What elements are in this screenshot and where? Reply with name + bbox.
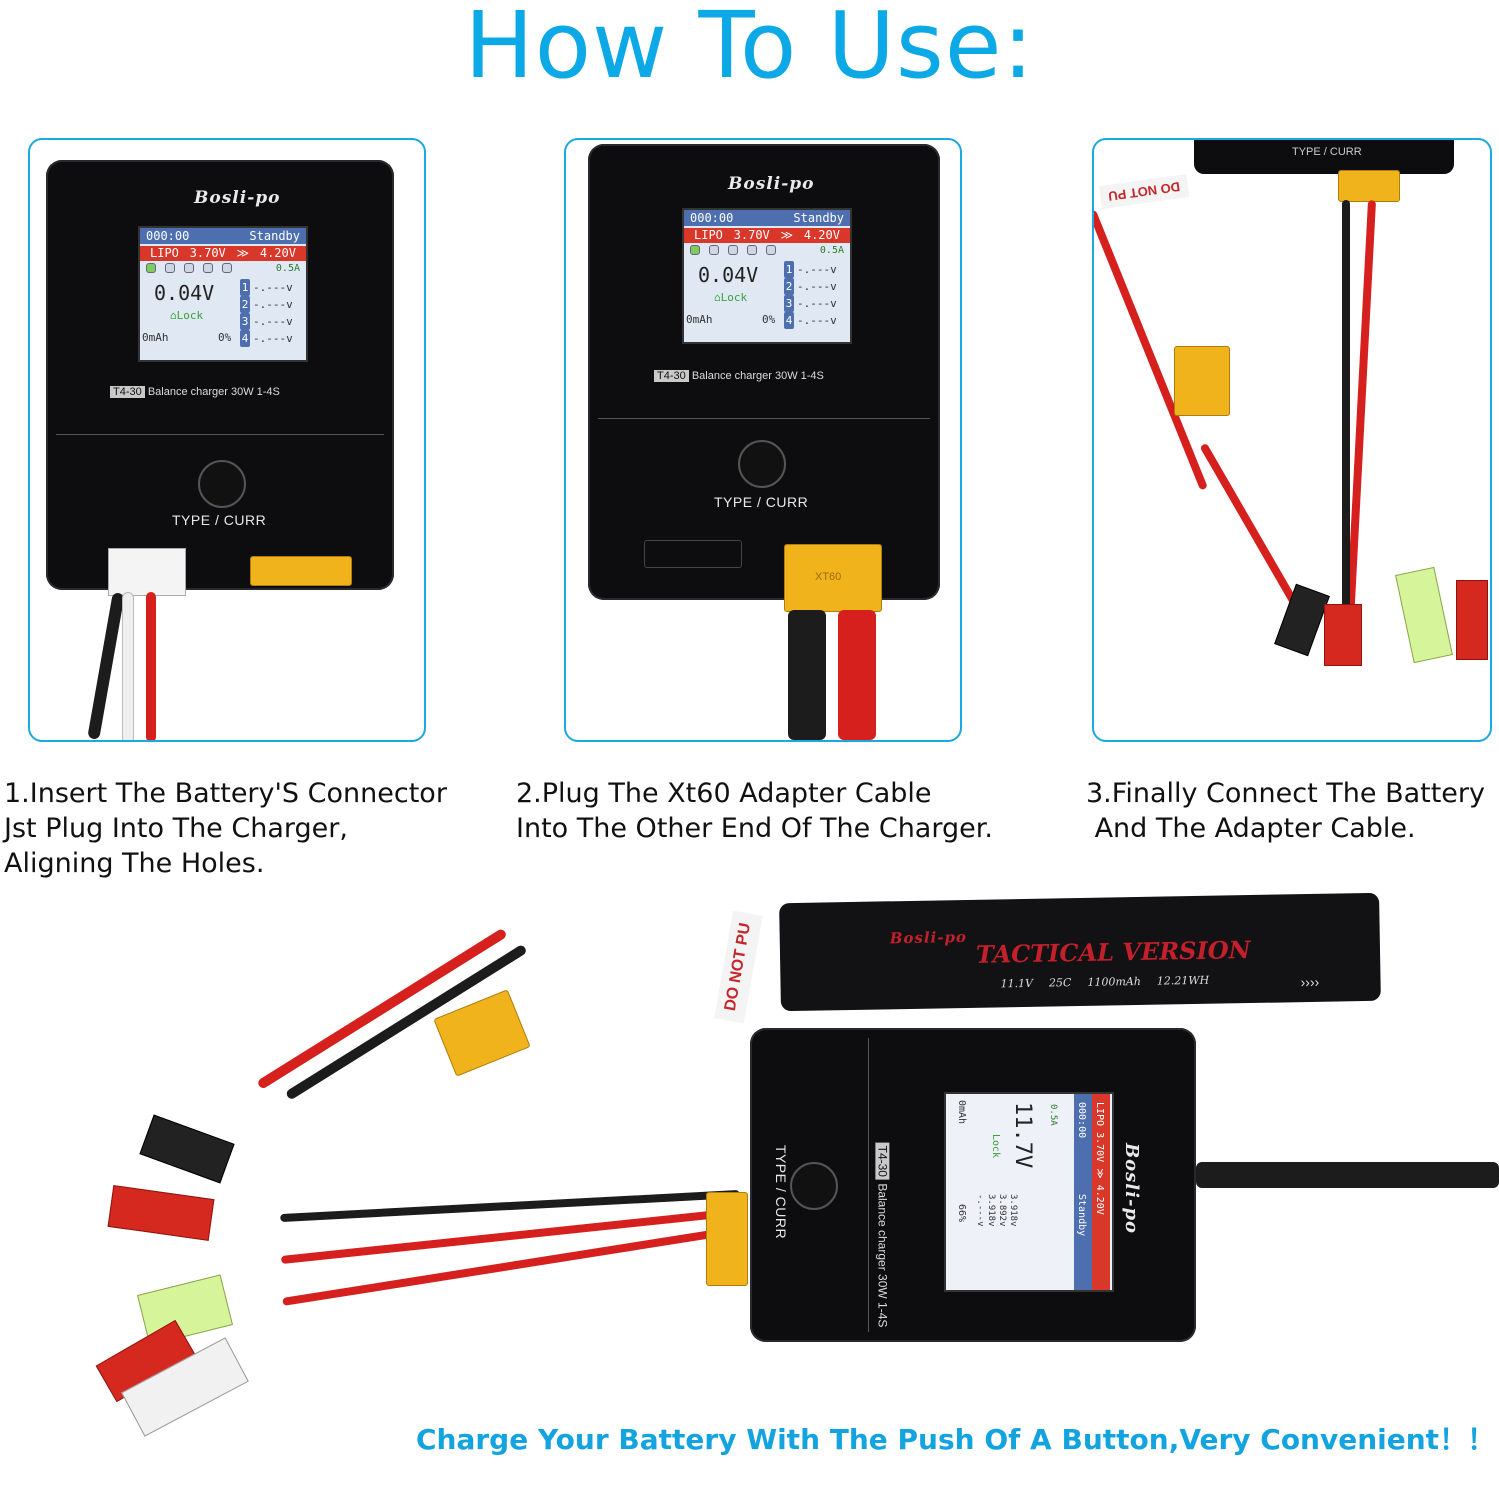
screen-arrow: ≫	[236, 246, 250, 260]
type-curr-button[interactable]	[198, 460, 246, 508]
lock-icon: ⌂	[170, 309, 177, 322]
xt60-port	[250, 556, 352, 586]
xt60-connector	[433, 989, 531, 1077]
screen-capacity: 0mAh	[956, 1100, 967, 1125]
page-title: How To Use:	[464, 0, 1035, 99]
charger-model: T4-30 Balance charger 30W 1-4S	[110, 386, 280, 398]
charger-brand: Bosli-po	[728, 174, 815, 194]
step1-photo-panel: Bosli-po 000:00 Standby LIPO 3.70V ≫ 4.20V 0…	[28, 138, 426, 742]
step3-photo-panel: TYPE / CURR DO NOT PU	[1092, 138, 1492, 742]
screen-timer: 000:00	[1076, 1102, 1087, 1139]
type-curr-label: TYPE / CURR	[773, 1144, 790, 1240]
charger-screen: 0.5A 000:00 Standby LIPO 3.70V ≫ 4.20V 1…	[944, 1092, 1114, 1292]
screen-lock: Lock	[990, 1134, 1001, 1159]
step-3-text: 3.Finally Connect The Battery And The Ad…	[1086, 778, 1486, 844]
type-curr-button[interactable]	[738, 440, 786, 488]
screen-percent: 0%	[218, 331, 232, 344]
charger-device: Bosli-po 000:00 Standby LIPO 3.70V ≫ 4.20V 0…	[46, 160, 394, 596]
screen-voltage: 0.04V	[154, 281, 215, 305]
screen-status: Standby	[249, 229, 300, 243]
battery-arrows: ››››	[1300, 973, 1320, 991]
step-1-text: 1.Insert The Battery'S Connector Jst Plu…	[4, 778, 447, 879]
do-not-pull-label: DO NOT PU	[714, 910, 763, 1024]
type-curr-label: TYPE / CURR	[714, 494, 809, 510]
screen-capacity: 0mAh	[142, 331, 169, 344]
screen-nominal: 3.70V	[189, 246, 226, 260]
xt60-adapter: XT60	[784, 544, 882, 612]
screen-target: 4.20V	[259, 246, 296, 260]
screen-cells: 1-.---v 2-.---v 3-.---v 4-.---v	[240, 279, 293, 347]
screen-mode: LIPO	[150, 246, 179, 260]
type-curr-label: TYPE / CURR	[1292, 146, 1362, 158]
step-2-text: 2.Plug The Xt60 Adapter Cable Into The O…	[516, 778, 993, 844]
xt60-connector	[1338, 170, 1400, 202]
screen-current: 0.5A	[275, 262, 300, 274]
charger-model: T4-30 Balance charger 30W 1-4S	[875, 1142, 890, 1327]
screen-current: 0.5A	[1048, 1104, 1058, 1126]
screen-status: Standby	[1076, 1194, 1087, 1237]
screen-percent: 66%	[956, 1204, 967, 1223]
do-not-pull-label: DO NOT PU	[1098, 173, 1190, 210]
type-curr-label: TYPE / CURR	[172, 512, 267, 528]
battery-line: TACTICAL VERSION	[975, 935, 1251, 969]
battery-brand: Bosli-po	[889, 927, 968, 948]
charger-model: T4-30 Balance charger 30W 1-4S	[654, 370, 824, 382]
screen-voltage: 11.7V	[1010, 1102, 1035, 1169]
xt60-label: XT60	[815, 571, 842, 583]
charger-screen: 000:00 Standby LIPO 3.70V ≫ 4.20V 0.5A 0.04V…	[138, 226, 308, 362]
screen-lock: ⌂Lock	[170, 309, 204, 322]
charger-device: Bosli-po TYPE / CURR T4-30 Balance charg…	[750, 1028, 1196, 1342]
type-curr-button[interactable]	[790, 1162, 838, 1210]
screen-mode: LIPO 3.70V ≫ 4.20V	[1094, 1102, 1105, 1215]
lock-icon: ⌂	[714, 291, 721, 304]
xt60-connector	[706, 1192, 748, 1286]
jst-plug	[108, 548, 186, 596]
charger-brand: Bosli-po	[194, 188, 281, 208]
charger-brand: Bosli-po	[1121, 1142, 1143, 1235]
screen-timer: 000:00	[146, 229, 190, 243]
xt60-connector	[1174, 346, 1230, 416]
tagline: Charge Your Battery With The Push Of A B…	[416, 1423, 1499, 1456]
